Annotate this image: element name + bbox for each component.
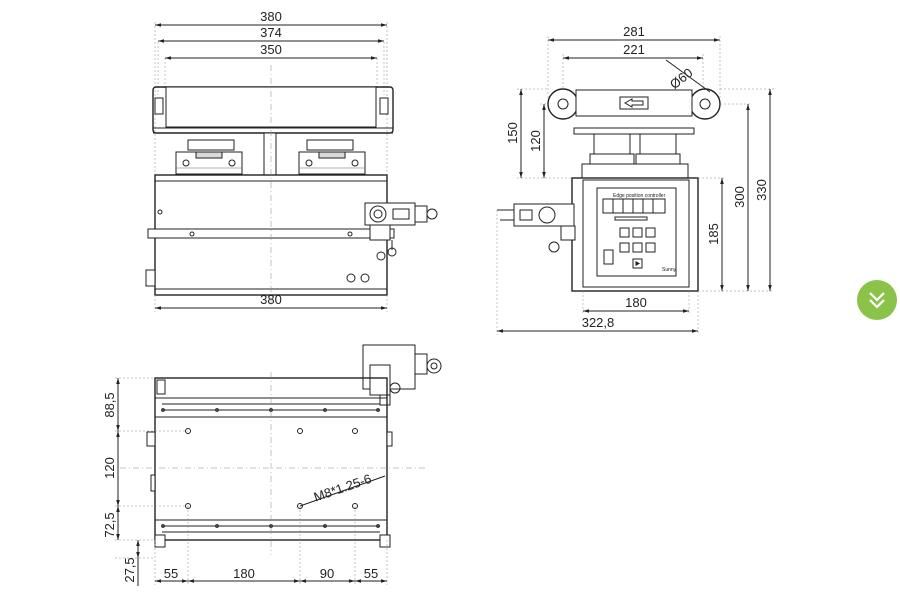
dim-281: 281 [623,24,645,39]
double-chevron-down-icon [869,292,885,309]
dim-180: 180 [625,295,647,310]
dim-55a: 55 [164,566,178,581]
mount-hole [185,428,191,434]
top-view: M8*1.25-6 88,5 120 72,5 27,5 55 180 90 5… [102,344,442,586]
dim-185: 185 [706,223,721,245]
dim-380-bottom: 380 [260,292,282,307]
dim-221: 221 [623,42,645,57]
dim-88: 88,5 [102,392,117,417]
dim-180: 180 [233,566,255,581]
thread-label: M8*1.25-6 [312,471,374,505]
panel-button-2[interactable] [632,227,643,238]
mount-hole [352,428,358,434]
dim-350: 350 [260,42,282,57]
roller-right [689,88,721,120]
panel-brand: Sunny [662,267,677,273]
roller-end-left [154,97,164,115]
scroll-down-button[interactable] [857,280,897,320]
dim-322: 322,8 [582,315,615,330]
mount-hole [185,503,191,509]
mount-hole [352,503,358,509]
panel-left-button[interactable] [619,242,630,253]
dim-120: 120 [528,130,543,152]
dim-150: 150 [505,122,520,144]
panel-button-1[interactable] [619,227,630,238]
dim-300: 300 [732,186,747,208]
mount-hole [297,503,303,509]
roller-end-right [379,97,389,115]
panel-display [602,198,666,214]
side-view: 281 221 Ø60 Edge position controller [496,24,774,335]
front-view: 380 374 350 [145,9,438,312]
dim-55b: 55 [364,566,378,581]
dim-120: 120 [102,457,117,479]
dim-diameter: Ø60 [667,65,696,92]
mount-hole [297,428,303,434]
dim-330: 330 [754,179,769,201]
panel-title: Edge position controller [613,193,666,199]
panel-center-button[interactable] [632,242,643,253]
dim-27: 27,5 [122,557,137,582]
play-icon [635,261,640,266]
panel-right-button[interactable] [645,242,656,253]
roller-left [547,88,579,120]
direction-arrow-icon [623,98,644,108]
dim-380-top: 380 [260,9,282,24]
dim-72: 72,5 [102,512,117,537]
dim-374: 374 [260,25,282,40]
panel-button-3[interactable] [645,227,656,238]
dim-90: 90 [320,566,334,581]
